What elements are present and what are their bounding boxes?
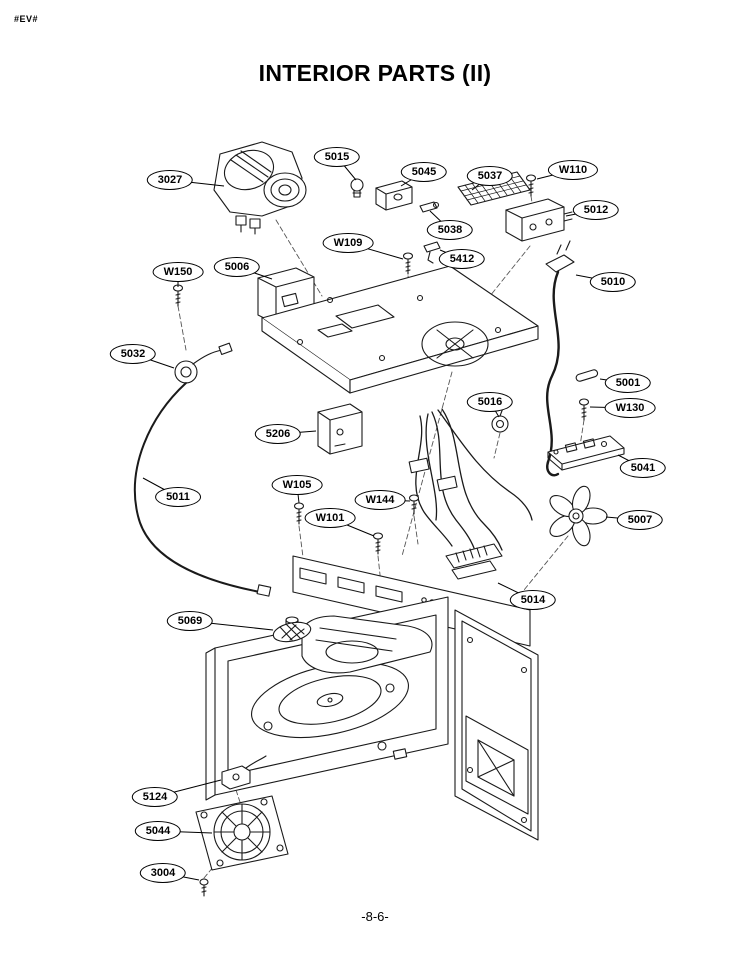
- lamp-bracket: [375, 180, 413, 211]
- blower-assembly: [213, 141, 307, 235]
- screw-w130: [578, 398, 590, 421]
- side-panel: [454, 609, 539, 841]
- part-callout-5412: 5412: [438, 248, 486, 270]
- part-callout-W110: W110: [547, 159, 599, 181]
- thermostat-part: [174, 342, 233, 384]
- latch-parts: [377, 741, 408, 760]
- lamp-part: [350, 178, 364, 198]
- chassis-plate: [257, 265, 539, 394]
- part-callout-5015: 5015: [313, 146, 361, 168]
- harness-connectors: [408, 457, 458, 492]
- part-callout-5037: 5037: [466, 165, 514, 187]
- part-callout-5044: 5044: [134, 820, 182, 842]
- part-callout-5041: 5041: [619, 457, 667, 479]
- screw-w110: [525, 174, 537, 197]
- pcb-assembly: [547, 435, 625, 471]
- part-callout-3004: 3004: [139, 862, 187, 884]
- screw-w144: [408, 494, 420, 515]
- page-title: INTERIOR PARTS (II): [258, 60, 492, 86]
- part-callout-W105: W105: [271, 474, 323, 496]
- part-callout-5045: 5045: [400, 161, 448, 183]
- part-callout-5007: 5007: [616, 509, 664, 531]
- part-callout-5069: 5069: [166, 610, 214, 632]
- screw-w150: [172, 284, 184, 307]
- magnetron-assembly: [301, 615, 433, 674]
- part-callout-W150: W150: [152, 261, 204, 283]
- screw-w105: [293, 502, 305, 525]
- pin-part: [575, 369, 599, 382]
- part-callout-W109: W109: [322, 232, 374, 254]
- part-callout-5032: 5032: [109, 343, 157, 365]
- fan-motor-plate: [195, 795, 289, 871]
- part-callout-W101: W101: [304, 507, 356, 529]
- part-callout-5010: 5010: [589, 271, 637, 293]
- screw-w109: [402, 252, 414, 275]
- relay-block: [505, 198, 573, 242]
- socket-part: [419, 201, 440, 213]
- lead-wire: [133, 382, 272, 597]
- small-bracket: [221, 755, 267, 790]
- part-callout-3027: 3027: [146, 169, 194, 191]
- connector-block: [445, 543, 503, 580]
- screw-3004: [199, 878, 209, 897]
- wire-harness: [415, 408, 533, 551]
- fan-blade: [549, 485, 608, 547]
- part-callout-5001: 5001: [604, 372, 652, 394]
- duct-bracket: [317, 403, 363, 455]
- part-callout-W144: W144: [354, 489, 406, 511]
- part-callout-5038: 5038: [426, 219, 474, 241]
- power-cord: [545, 240, 575, 477]
- part-callout-5124: 5124: [131, 786, 179, 808]
- part-callout-5006: 5006: [213, 256, 261, 278]
- part-callout-5012: 5012: [572, 199, 620, 221]
- part-callout-W130: W130: [604, 397, 656, 419]
- corner-code: #EV#: [14, 14, 39, 24]
- part-callout-5011: 5011: [155, 486, 201, 508]
- part-callout-5016: 5016: [466, 391, 514, 413]
- part-callout-5014: 5014: [509, 589, 557, 611]
- antenna-cover: [272, 616, 312, 643]
- clip-part: [423, 241, 441, 264]
- page-number: -8-6-: [361, 909, 389, 924]
- part-callout-5206: 5206: [254, 423, 302, 445]
